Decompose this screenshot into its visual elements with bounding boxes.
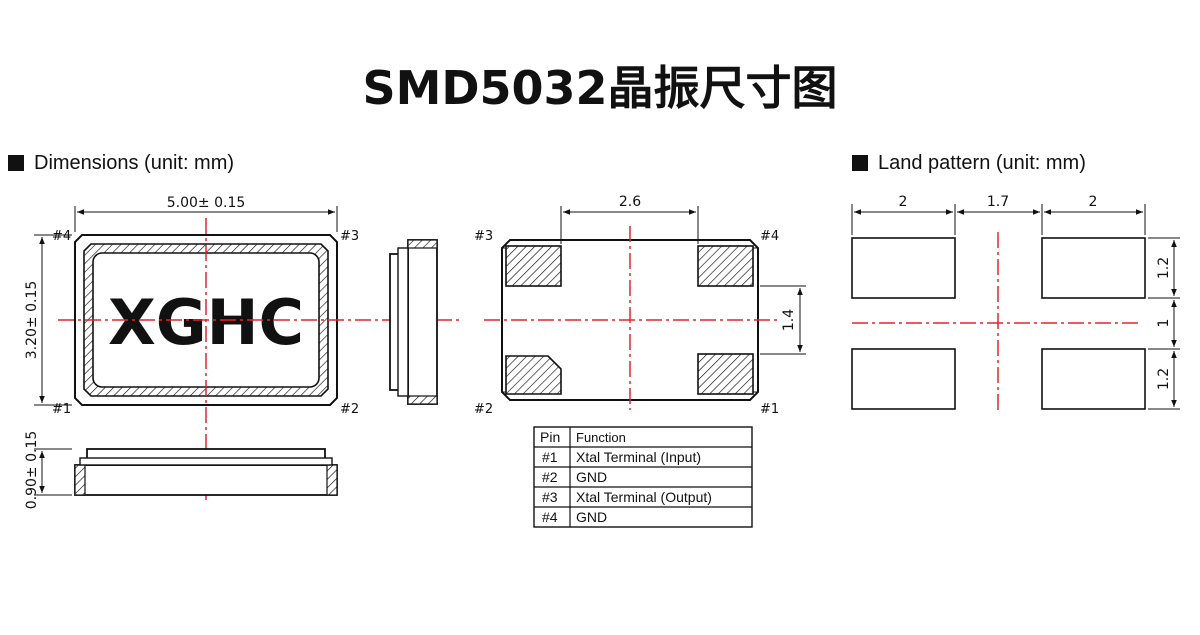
- land-width-left-label: 2: [899, 194, 908, 210]
- pin-function-table: Pin Function #1 Xtal Terminal (Input) #2…: [533, 426, 753, 528]
- bottom-pad-1: [697, 353, 754, 395]
- land-pattern-heading-label: Land pattern (unit: mm): [878, 151, 1086, 174]
- bottom-pin-label-1: #1: [760, 402, 779, 417]
- bottom-pad-2: [505, 355, 562, 395]
- table-row-function: Xtal Terminal (Output): [576, 489, 712, 505]
- table-header-pin: Pin: [540, 429, 560, 445]
- table-row-pin: #3: [542, 489, 558, 505]
- pin-label-2: #2: [340, 402, 359, 417]
- dimensions-heading: Dimensions (unit: mm): [8, 150, 234, 176]
- land-pattern-heading: Land pattern (unit: mm): [852, 150, 1086, 176]
- table-row-pin: #1: [542, 449, 558, 465]
- table-header-function: Function: [576, 430, 626, 445]
- table-row-pin: #4: [542, 509, 558, 525]
- pin-label-4: #4: [52, 229, 71, 244]
- bottom-pad-4: [697, 245, 754, 287]
- land-pad-bottom-right: [1041, 348, 1146, 410]
- page-title: SMD5032晶振尺寸图: [362, 61, 838, 115]
- square-bullet-icon: [8, 155, 24, 171]
- bottom-view: #3 #4 #2 #1 2.6 1.4: [474, 194, 806, 417]
- land-pad-top-left: [851, 237, 956, 299]
- pad-pitch-dimension-label: 1.4: [781, 309, 797, 331]
- height-dimension-label: 0.90± 0.15: [24, 431, 40, 510]
- land-height-top-label: 1.2: [1156, 257, 1172, 279]
- land-pad-bottom-left: [851, 348, 956, 410]
- side-view-bottom: 0.90± 0.15: [24, 431, 338, 510]
- dimensions-heading-label: Dimensions (unit: mm): [34, 151, 235, 174]
- table-row-function: GND: [576, 509, 607, 525]
- land-height-bottom-label: 1.2: [1156, 368, 1172, 390]
- table-row-pin: #2: [542, 469, 558, 485]
- land-width-right-label: 2: [1089, 194, 1098, 210]
- pad-spacing-dimension-label: 2.6: [619, 194, 641, 210]
- land-height-gap-label: 1: [1156, 319, 1172, 328]
- bottom-pad-3: [505, 245, 562, 287]
- land-pattern: 2 1.7 2 1.2 1 1.2: [851, 194, 1180, 414]
- land-pad-top-right: [1041, 237, 1146, 299]
- bottom-pin-label-4: #4: [760, 229, 779, 244]
- top-view: XGHC #4 #3 #1 #2 5.00± 0.15 3.20± 0.15: [24, 195, 460, 500]
- pin-label-1: #1: [52, 402, 71, 417]
- length-dimension-label: 5.00± 0.15: [167, 195, 246, 211]
- bottom-pin-label-2: #2: [474, 402, 493, 417]
- side-view-right: [389, 239, 438, 405]
- width-dimension-label: 3.20± 0.15: [24, 281, 40, 360]
- table-row-function: Xtal Terminal (Input): [576, 449, 701, 465]
- land-gap-label: 1.7: [987, 194, 1009, 210]
- table-row-function: GND: [576, 469, 607, 485]
- bottom-pin-label-3: #3: [474, 229, 493, 244]
- square-bullet-icon: [852, 155, 868, 171]
- pin-label-3: #3: [340, 229, 359, 244]
